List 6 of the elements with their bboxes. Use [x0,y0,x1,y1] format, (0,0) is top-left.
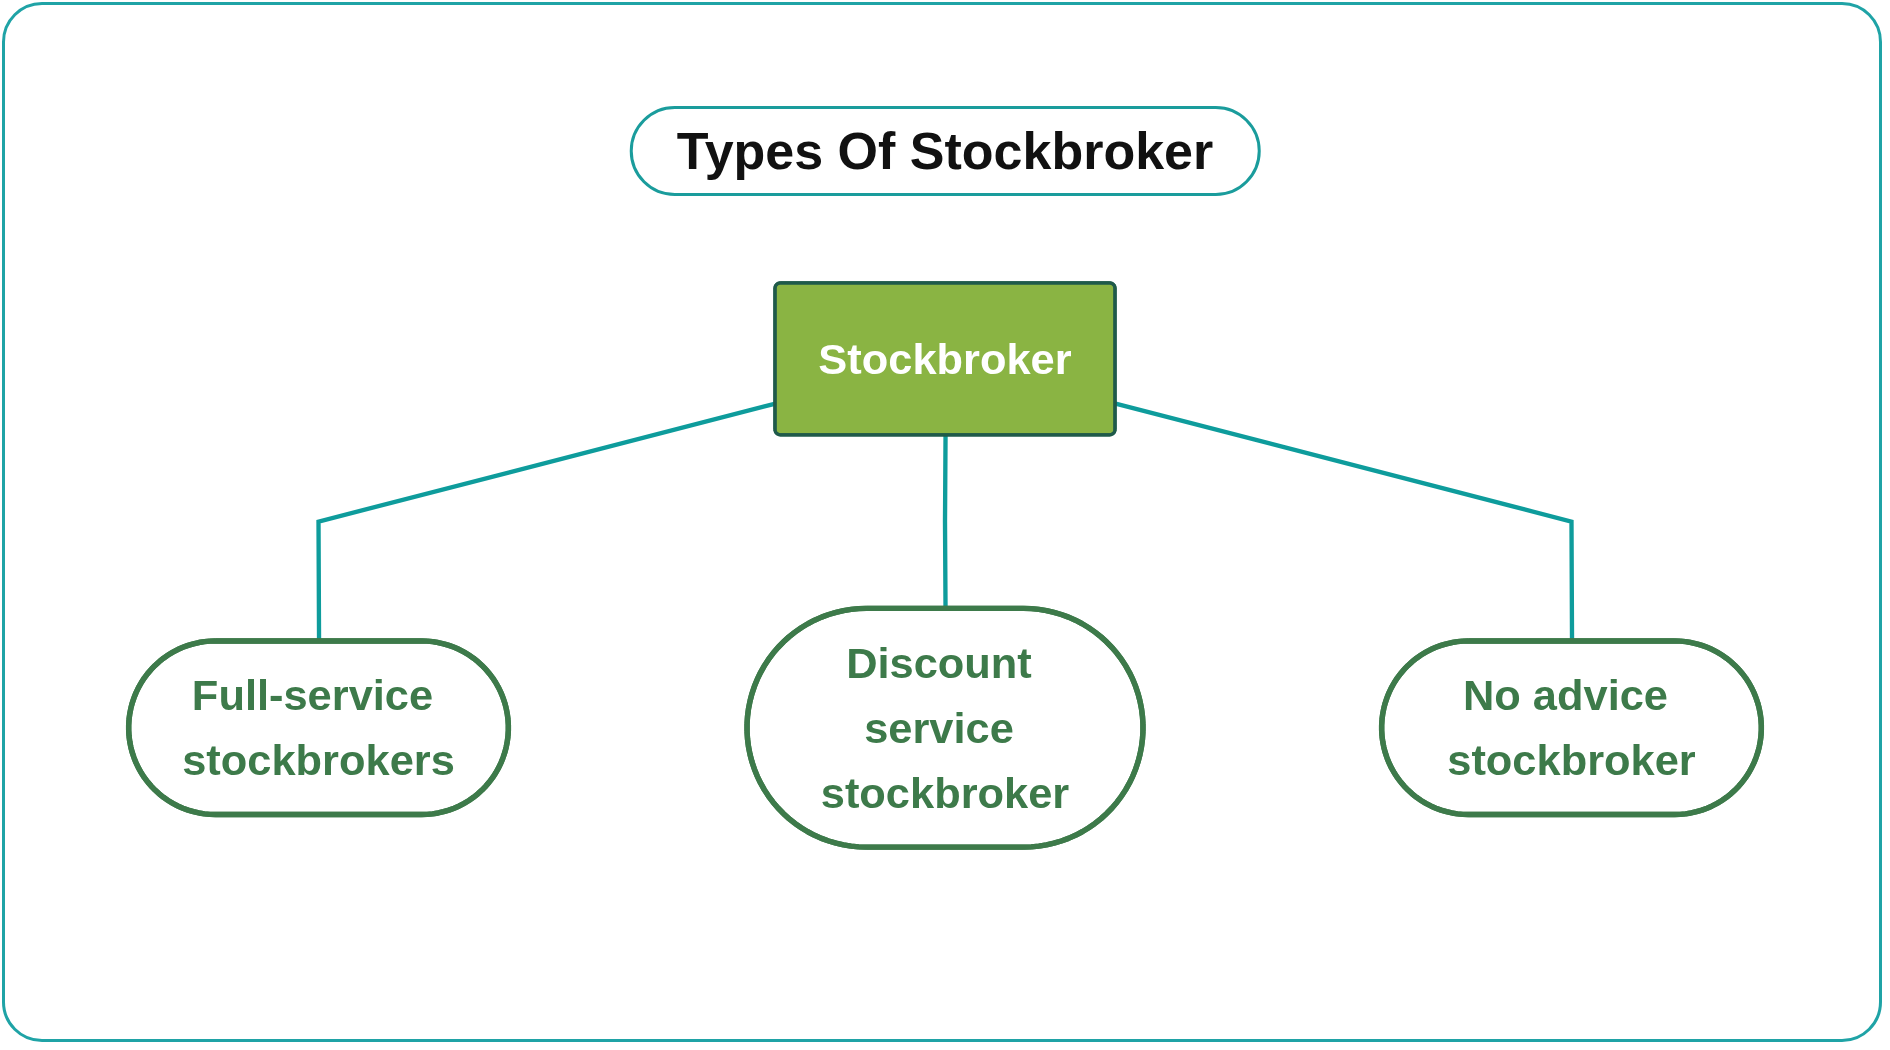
category-box: Stockbroker [773,281,1117,437]
connector-line [942,435,948,609]
type-ellipse: No advice stockbroker [1378,638,1765,818]
type-ellipse: Full-service stockbrokers [125,638,512,818]
type-ellipse: Discount service stockbroker [744,605,1146,850]
diagram-title: Types Of Stockbroker [629,106,1261,196]
